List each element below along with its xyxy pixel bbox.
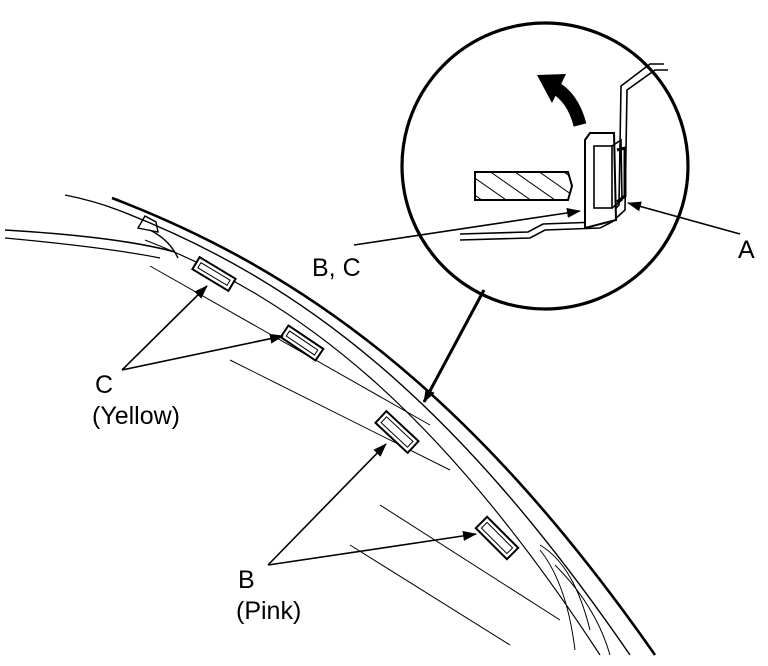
leader-c-to-lower-clip <box>121 333 284 371</box>
leader-a <box>627 201 741 235</box>
surface-line-1 <box>149 265 431 426</box>
detail-hatched-tool <box>474 171 574 201</box>
detail-clip-tab <box>611 138 623 209</box>
leader-b-to-upper-clip <box>267 443 387 566</box>
molding-end-curl <box>149 229 179 259</box>
leader-b-to-lower-clip <box>267 530 477 566</box>
panel-detail-curve-2 <box>554 564 611 656</box>
detail-view <box>400 21 690 311</box>
surface-line-3 <box>379 504 561 621</box>
detail-tape <box>616 146 627 204</box>
label-c: C <box>95 371 113 399</box>
panel-left-edge-lower <box>4 237 161 259</box>
leader-bc <box>353 207 581 246</box>
label-b: B <box>238 566 255 594</box>
label-b-color: (Pink) <box>236 597 301 625</box>
panel-detail-curve-1 <box>539 544 591 631</box>
detail-circle <box>400 21 690 311</box>
clip-b-upper <box>374 409 420 455</box>
removal-arrowhead <box>537 74 566 103</box>
surface-line-2 <box>229 359 451 471</box>
molding-inner-edge <box>117 209 631 656</box>
clip-c-lower <box>279 324 325 362</box>
surface-line-4 <box>349 544 511 646</box>
leader-lines <box>121 201 741 566</box>
panel-left-edge-upper <box>4 229 176 253</box>
clip-c-upper <box>191 255 237 293</box>
molding-end-cap <box>136 215 159 233</box>
leader-c-to-upper-clip <box>121 285 208 371</box>
molding-outer-edge <box>111 196 657 656</box>
label-c-color: (Yellow) <box>92 402 180 430</box>
detail-clip-body <box>593 145 613 209</box>
clip-b-lower <box>474 515 520 561</box>
detail-view-pointer <box>422 289 486 403</box>
molding-top-left-line <box>64 194 119 211</box>
label-bc: B, C <box>312 254 361 282</box>
label-a: A <box>738 236 755 264</box>
panel-detail-curve-3 <box>539 549 576 651</box>
